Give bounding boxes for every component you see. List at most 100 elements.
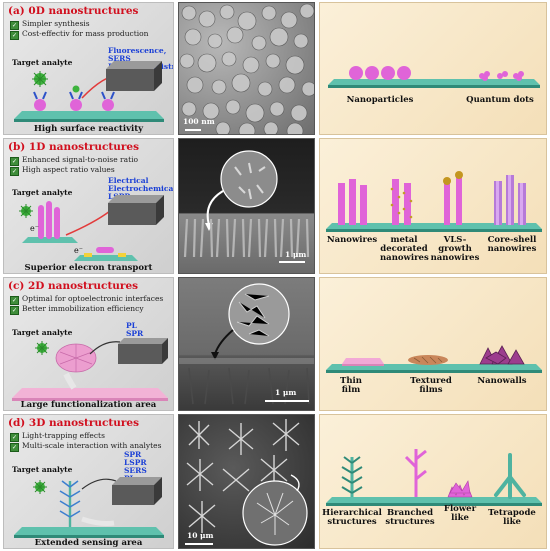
detector-box [112,477,162,505]
panel-caption: High surface reactivity [33,124,144,134]
check-icon: ✓ [10,296,19,305]
row-3d: (d) 3D nanostructures ✓Light-trapping ef… [0,414,550,549]
target-analyte-label: Target analyte [12,188,73,197]
structure-label: Core-shell nanowires [487,235,537,254]
structures-2d-illustration [326,345,542,373]
electron-symbol: e⁻ [30,224,39,233]
textured-film [408,355,448,365]
structure-label: Nanowalls [477,376,527,386]
target-analyte-label: Target analyte [12,58,73,67]
substrate-plate [74,255,138,261]
substrate-plate [12,388,168,398]
feature-item: ✓Cost-effectiv for mass production [10,29,149,40]
scale-bar-label: 10 μm [187,531,214,540]
feature-item: ✓High aspect ratio values [10,165,115,176]
sem-texture [179,283,314,405]
svg-text:e⁻: e⁻ [74,246,83,255]
check-icon: ✓ [10,433,19,442]
schematic-panel-1d: (b) 1D nanostructures ✓Enhanced signal-t… [3,138,174,274]
metal-decorated-nanowires [390,179,413,225]
structures-panel-3d: Hierarchical structures Branched structu… [319,414,547,549]
target-analyte-label: Target analyte [12,328,73,337]
sem-image-0d: 100 nm [178,2,315,135]
analyte-virus-icon [32,71,48,87]
analyte-virus-icon [19,204,33,218]
feature-item: ✓Light-trapping effects [10,431,105,442]
sem-texture [179,3,314,134]
sem-texture [183,150,310,263]
analyte-virus-icon [33,480,47,494]
check-icon: ✓ [10,306,19,315]
structure-label: Flower like [443,504,477,523]
detector-box [108,195,164,225]
tetrapod-structure [494,453,526,499]
panel-caption: Extended sensing area [34,538,143,548]
sem-image-2d: 1 μm [178,277,315,411]
structure-label: Quantum dots [466,95,534,105]
scale-bar-label: 100 nm [183,117,215,126]
structures-panel-1d: Nanowires metal decorated nanowires VLS-… [319,138,547,274]
check-icon: ✓ [10,31,19,40]
quantum-dot-spheres [479,71,524,81]
structures-panel-2d: Thin film Textured films Nanowalls [319,277,547,411]
sem-texture [185,419,308,546]
structures-0d-illustration [328,66,540,88]
structure-label: Branched structures [385,508,435,527]
feature-item: ✓Multi-scale interaction with analytes [10,441,162,452]
check-icon: ✓ [10,157,19,166]
structures-3d-illustration [326,449,542,506]
row-1d: (b) 1D nanostructures ✓Enhanced signal-t… [0,138,550,274]
structure-label: Hierarchical structures [322,508,382,527]
nanowire-probes [38,201,60,239]
feature-item: ✓Optimal for optoelectronic interfaces [10,294,164,305]
schematic-2d-illustration [12,338,168,401]
nanoparticle-probes [33,85,115,111]
hierarchical-structure [341,456,363,497]
check-icon: ✓ [10,167,19,176]
check-icon: ✓ [10,21,19,30]
feature-item: ✓Better immobilization efficiency [10,304,144,315]
structure-label: Thin film [340,376,362,395]
panel-caption: Large functionalization area [20,400,157,410]
thin-film [342,358,384,366]
panel-title: (d) 3D nanostructures [8,417,140,429]
sem-image-3d: 10 μm [178,414,315,549]
detector-box [118,338,168,364]
substrate-plate [14,111,164,119]
panel-title: (b) 1D nanostructures [8,141,140,153]
schematic-panel-2d: (c) 2D nanostructures ✓Optimal for optoe… [3,277,174,411]
panel-title: (a) 0D nanostructures [8,5,139,17]
flower-structure [447,480,473,498]
branched-structure [404,449,427,497]
check-icon: ✓ [10,443,19,452]
core-shell-nanowires [494,175,526,225]
structure-label: Textured films [410,376,452,395]
schematic-0d-illustration [14,61,164,122]
structure-label: Tetrapode like [488,508,536,527]
scale-bar-label: 1 μm [285,250,307,259]
row-2d: (c) 2D nanostructures ✓Optimal for optoe… [0,277,550,411]
feature-item: ✓Enhanced signal-to-noise ratio [10,155,139,166]
target-analyte-label: Target analyte [12,465,73,474]
structure-label: VLS-growth nanowires [430,235,480,263]
detector-box [106,61,162,91]
substrate-plate [14,527,164,535]
structures-panel-0d: Nanoparticles Quantum dots [319,2,547,135]
schematic-3d-illustration [14,477,164,538]
nanowalls [479,345,525,365]
structure-label: Nanowires [326,235,378,245]
structures-1d-illustration [326,171,542,232]
panel-caption: Superior elecron transport [24,263,153,273]
schematic-panel-0d: (a) 0D nanostructures ✓Simpler synthesis… [3,2,174,135]
structure-label: metal decorated nanowires [380,235,429,263]
analyte-virus-icon [35,341,49,355]
schematic-panel-3d: (d) 3D nanostructures ✓Light-trapping ef… [3,414,174,549]
vls-growth-nanowires [443,171,463,225]
sem-image-1d: 1 μm [178,138,315,274]
structure-label: Nanoparticles [346,95,414,105]
schematic-1d-illustration: e⁻ e⁻ [19,195,164,261]
hierarchical-probe [59,480,81,527]
row-0d: (a) 0D nanostructures ✓Simpler synthesis… [0,2,550,135]
scale-bar-label: 1 μm [275,388,297,397]
